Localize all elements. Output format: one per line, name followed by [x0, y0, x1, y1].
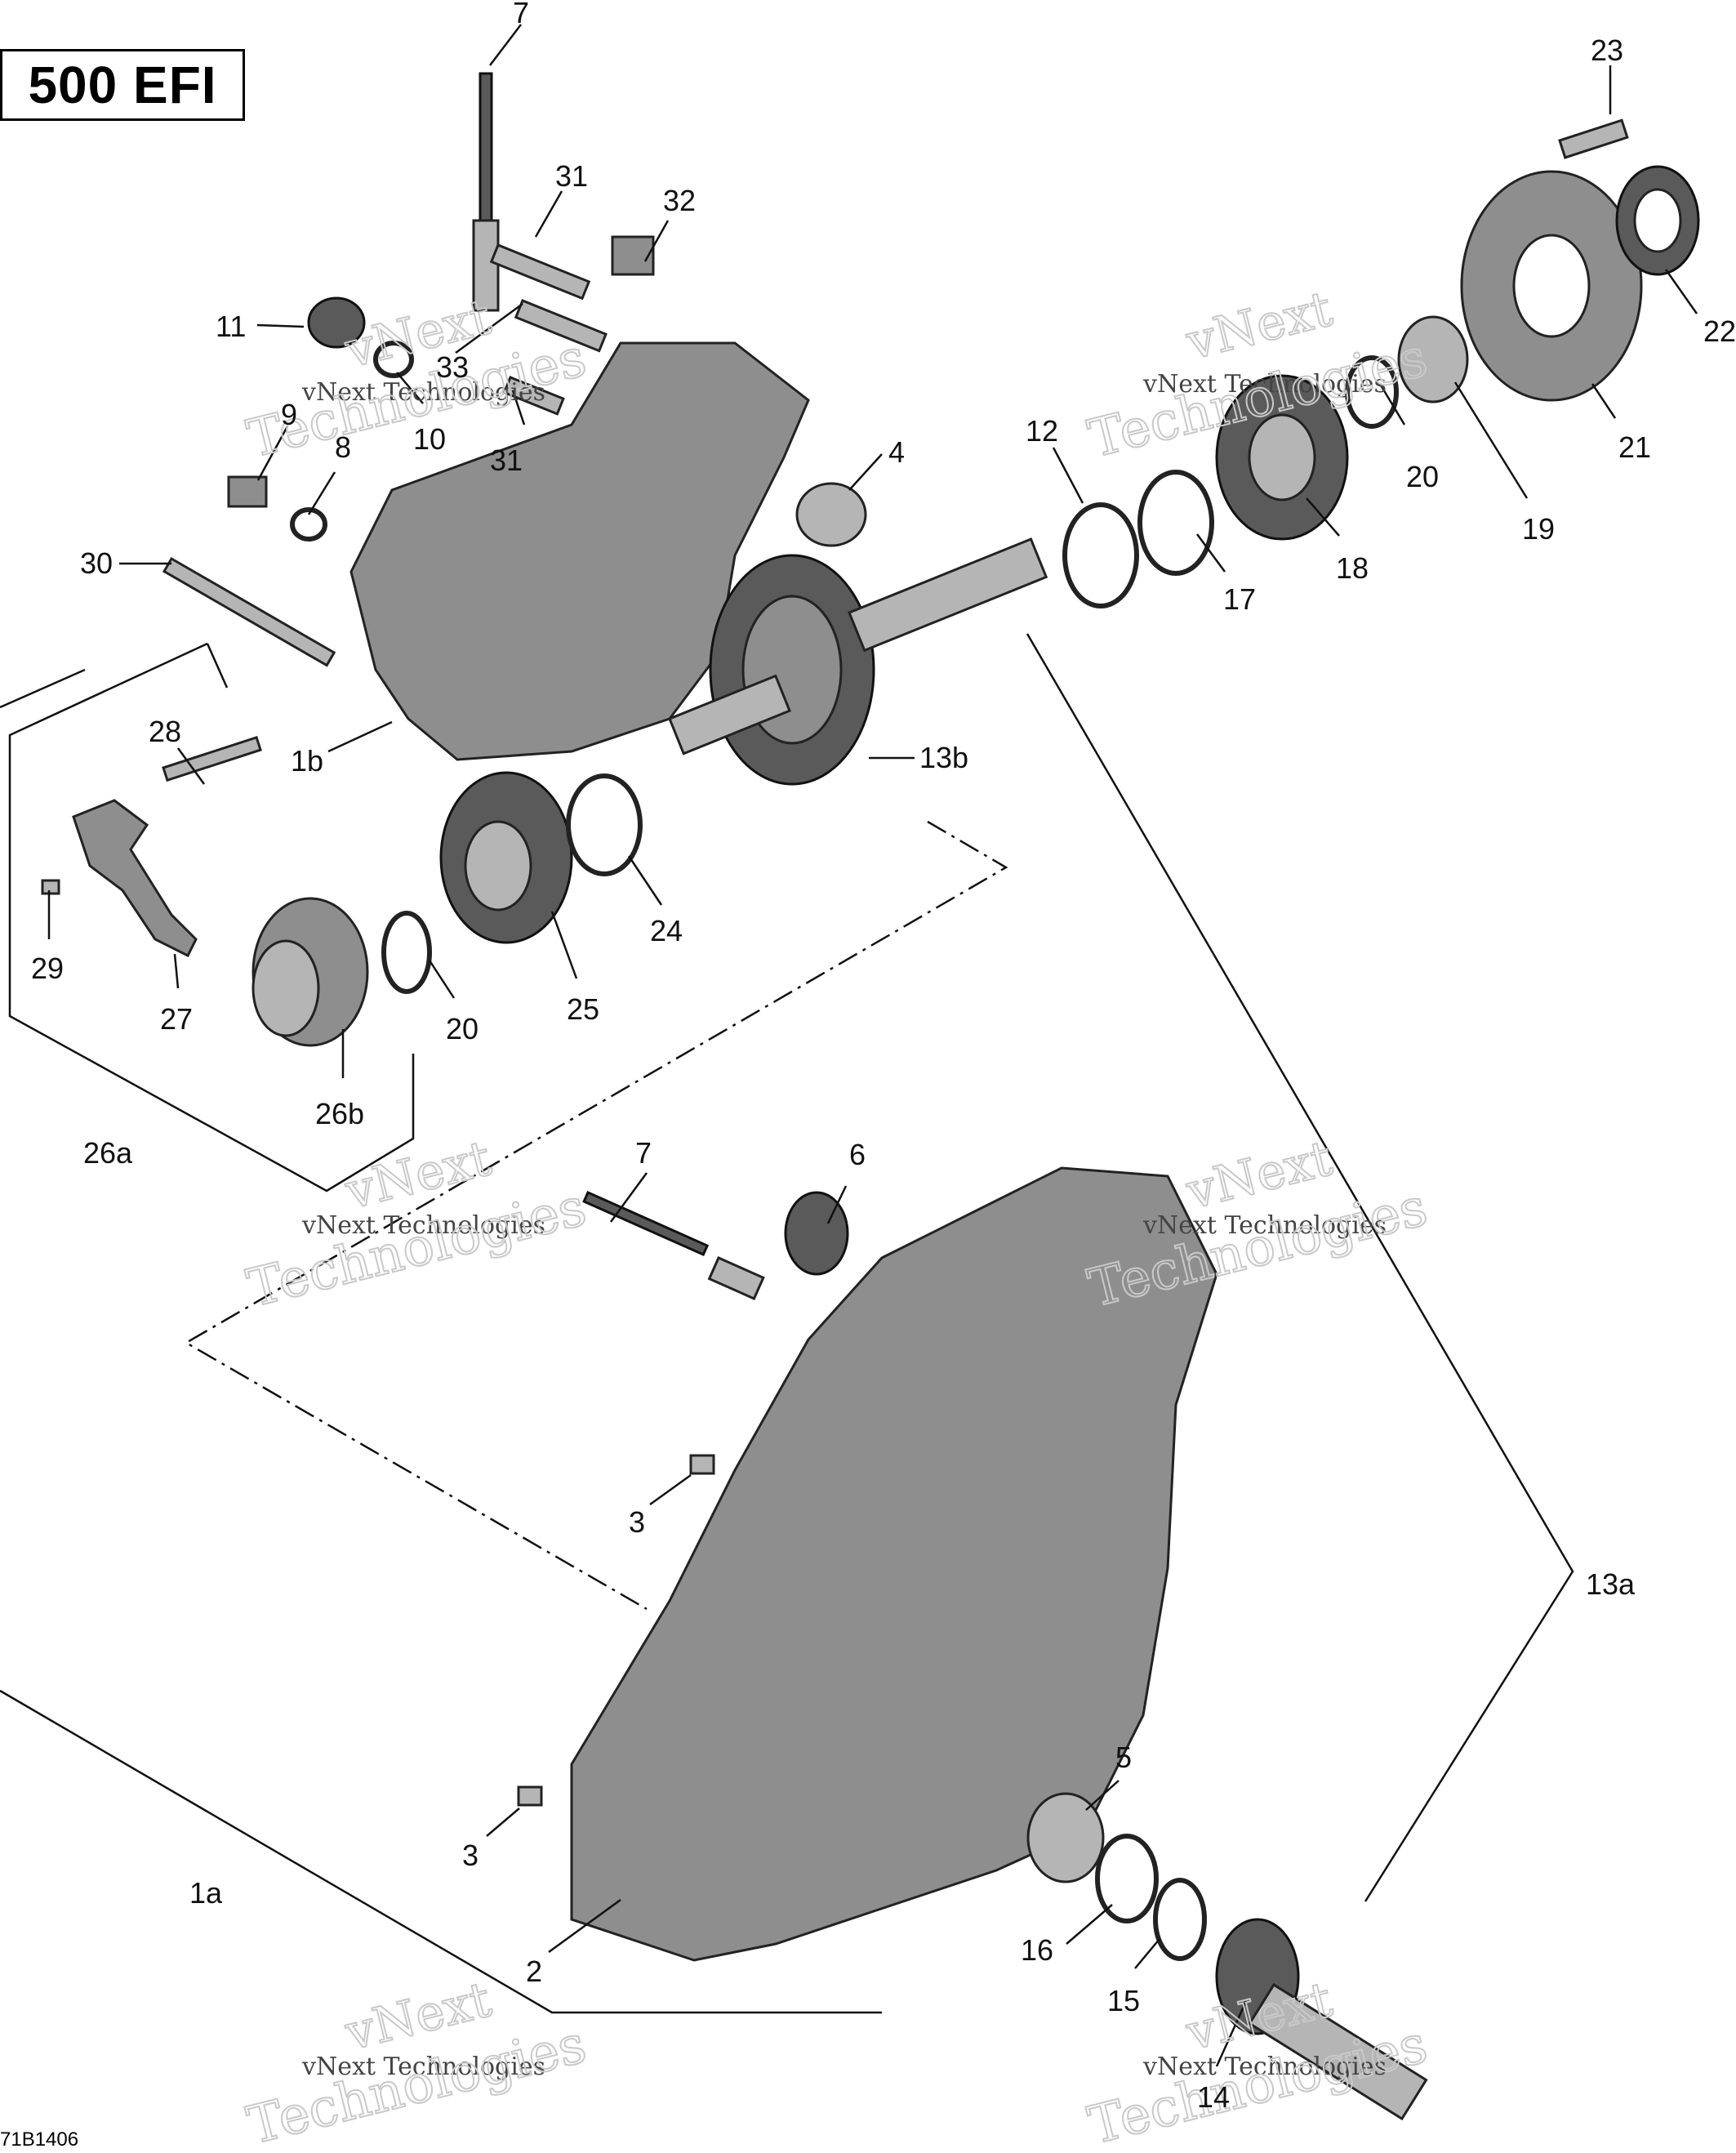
label-26b: 26b	[315, 1097, 364, 1130]
o-ring-10	[373, 341, 414, 378]
dowel-3-top	[689, 1454, 715, 1475]
label-5: 5	[1115, 1741, 1132, 1774]
watermark-text-5: vNext Technologies	[301, 2053, 545, 2081]
speed-sensor-top	[472, 72, 500, 312]
shift-fork-27	[72, 799, 198, 958]
label-24: 24	[650, 914, 683, 947]
label-18: 18	[1336, 551, 1369, 585]
label-33: 33	[436, 350, 469, 384]
label-11: 11	[216, 310, 246, 343]
output-gear-13b	[668, 537, 1048, 786]
label-29: 29	[31, 952, 64, 985]
label-7-mid: 7	[635, 1136, 652, 1170]
housing-half-1b	[349, 341, 810, 761]
pinion-shaft-14	[1215, 1918, 1428, 2121]
label-16: 16	[1021, 1933, 1053, 1967]
label-20-top: 20	[1406, 460, 1439, 493]
label-14: 14	[1197, 2080, 1230, 2114]
leader-lines	[47, 24, 1698, 2067]
label-30: 30	[80, 546, 113, 580]
bracket-13a	[1026, 633, 1574, 1902]
bracket-1a	[0, 1689, 882, 2014]
o-ring-8	[290, 507, 327, 542]
label-17: 17	[1223, 582, 1256, 616]
drawing-code: 71B1406	[0, 2128, 79, 2151]
label-13a: 13a	[1586, 1567, 1636, 1601]
label-32: 32	[663, 184, 696, 217]
label-3-bot: 3	[462, 1839, 479, 1872]
label-13b: 13b	[919, 741, 968, 774]
speed-sensor-mid	[582, 1191, 765, 1300]
watermark-text-3: vNext Technologies	[301, 1211, 545, 1240]
label-22: 22	[1703, 314, 1736, 348]
label-23: 23	[1591, 33, 1623, 67]
label-10: 10	[413, 422, 446, 456]
parts-illustrations	[41, 72, 1700, 2121]
o-ring-20-mid	[381, 911, 432, 994]
bolt-33	[514, 299, 608, 353]
label-1a: 1a	[189, 1876, 223, 1910]
label-3-top: 3	[629, 1505, 645, 1539]
label-26a: 26a	[83, 1136, 133, 1170]
bolt-30	[162, 556, 336, 667]
label-28: 28	[149, 715, 181, 748]
bushing-5	[1026, 1792, 1105, 1883]
label-6: 6	[849, 1138, 866, 1171]
bolt-31-top	[489, 243, 591, 301]
washer-12	[1062, 502, 1139, 608]
grouping-brackets	[0, 633, 1574, 2014]
label-15: 15	[1107, 1984, 1140, 2017]
label-21: 21	[1618, 430, 1651, 464]
sleeve-19	[1397, 315, 1469, 403]
ring-24	[566, 773, 643, 876]
model-title: 500 EFI	[28, 56, 217, 114]
label-27: 27	[160, 1002, 193, 1036]
label-25: 25	[567, 992, 599, 1026]
label-2: 2	[526, 1955, 542, 1988]
seal-6	[784, 1191, 849, 1276]
part-labels: 7 23 31 32 11 33 22 10 9 8 31 4 12 20 21…	[31, 0, 1736, 2114]
label-19: 19	[1522, 512, 1555, 546]
dashed-outline	[184, 820, 1008, 1611]
label-20-mid: 20	[446, 1012, 479, 1045]
bracket-26a	[8, 642, 415, 1192]
washer-16	[1095, 1834, 1159, 1923]
washer-15	[1153, 1878, 1207, 1961]
label-31-top: 31	[555, 159, 588, 193]
model-title-box: 500 EFI	[0, 49, 245, 121]
watermark-text-4: vNext Technologies	[1142, 1211, 1387, 1240]
bolt-31-mid	[502, 376, 565, 416]
o-ring-20-top	[1345, 355, 1399, 429]
plug-9	[227, 475, 268, 508]
plug-11	[307, 296, 366, 349]
bushing-4	[795, 482, 867, 547]
pin-29	[41, 879, 60, 895]
watermark-text-6: vNext Technologies	[1142, 2053, 1387, 2081]
pin-28	[162, 736, 262, 782]
dowel-3-bot	[517, 1785, 543, 1807]
label-9: 9	[281, 398, 297, 431]
bolt-23	[1558, 118, 1629, 159]
watermarks: vNext Technologies vNext Technologies vN…	[241, 279, 1434, 2153]
label-8: 8	[335, 430, 351, 464]
label-12: 12	[1026, 414, 1058, 448]
housing-half-2	[570, 1166, 1218, 1962]
label-31-mid: 31	[490, 444, 523, 477]
label-4: 4	[888, 435, 905, 469]
label-7-top: 7	[513, 0, 529, 29]
label-1b: 1b	[291, 744, 323, 778]
watermark-text-1: vNext Technologies	[301, 378, 545, 407]
bracket-32	[611, 235, 655, 276]
watermark-text-2: vNext Technologies	[1142, 370, 1387, 399]
washer-17	[1137, 470, 1214, 576]
